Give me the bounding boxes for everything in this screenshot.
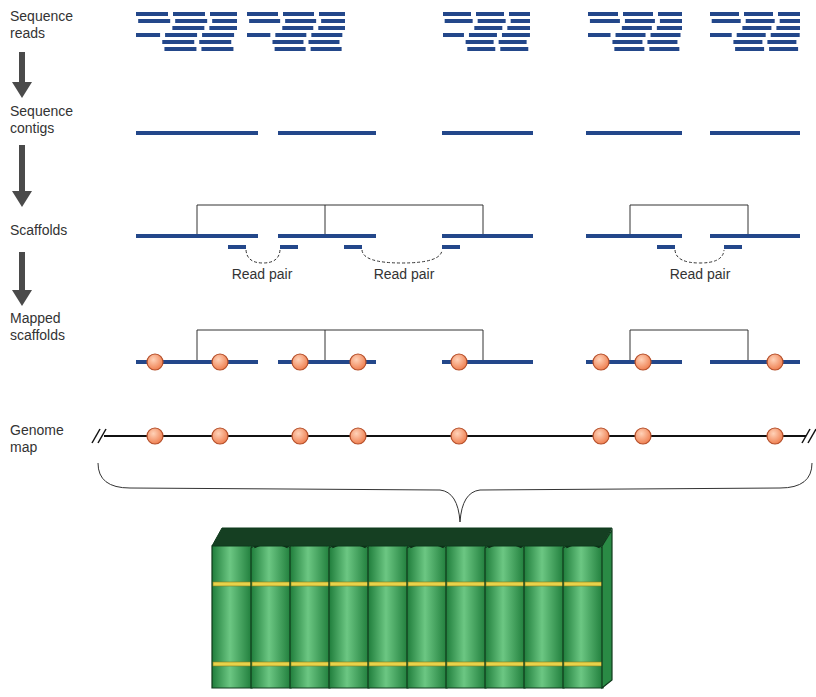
step-arrows [12,52,32,306]
step-label: Sequence reads [10,8,90,42]
step-label: Sequence contigs [10,103,90,137]
contigs [136,131,800,135]
read-pair-label: Read pair [232,266,293,283]
step-label: Mapped scaffolds [10,310,90,344]
books [212,528,612,688]
scaffolds [136,205,800,263]
read-pair-label: Read pair [374,266,435,283]
brace [98,463,812,522]
sequence-reads [136,14,800,49]
read-pair-label: Read pair [670,266,731,283]
step-label: Scaffolds [10,222,90,239]
mapped-scaffolds [136,330,800,370]
genome-map [92,428,816,444]
step-label: Genome map [10,422,90,456]
